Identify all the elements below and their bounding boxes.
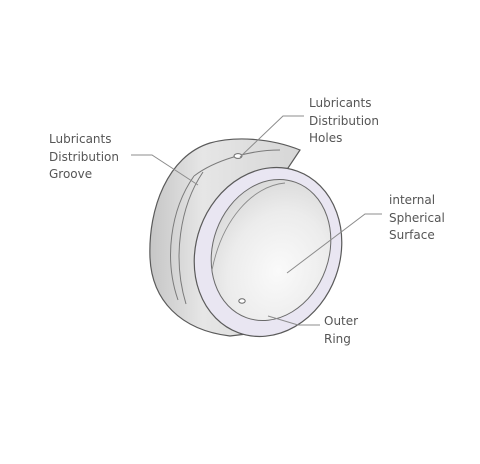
leader-line-surface bbox=[286, 213, 382, 274]
lubrication-hole-top bbox=[233, 153, 243, 159]
lubrication-hole-inner bbox=[238, 298, 246, 304]
distribution-groove-top bbox=[193, 149, 281, 177]
label-line: internal bbox=[389, 193, 436, 207]
label-line: Surface bbox=[389, 228, 435, 242]
label-line: Ring bbox=[324, 331, 351, 346]
label-line: Lubricants bbox=[309, 96, 372, 110]
internal-spherical-surface bbox=[210, 178, 332, 322]
leader-line-holes bbox=[239, 115, 304, 158]
label-internal-spherical-surface: internal Spherical Surface bbox=[389, 192, 445, 245]
label-line: Outer bbox=[324, 314, 359, 328]
label-lubricants-distribution-holes: Lubricants Distribution Holes bbox=[309, 95, 379, 148]
label-line: Groove bbox=[49, 167, 93, 181]
leader-line-groove bbox=[131, 154, 199, 186]
label-line: Distribution bbox=[309, 113, 380, 128]
label-lubricants-distribution-groove: Lubricants Distribution Groove bbox=[49, 131, 119, 184]
label-line: Lubricants bbox=[49, 132, 112, 146]
bore-far-edge bbox=[211, 182, 286, 271]
label-line: Distribution bbox=[49, 149, 120, 164]
label-line: Holes bbox=[309, 131, 343, 145]
leader-line-ring bbox=[267, 315, 320, 326]
label-line: Spherical bbox=[389, 210, 445, 225]
distribution-groove bbox=[170, 175, 195, 301]
label-outer-ring: Outer Ring bbox=[324, 313, 358, 348]
